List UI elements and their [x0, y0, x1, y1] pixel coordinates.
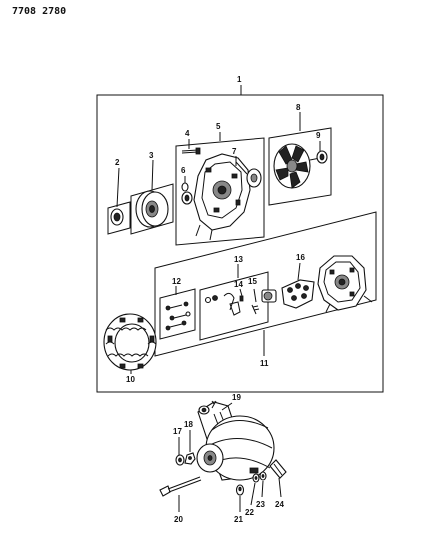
callout-20: 20: [174, 515, 183, 524]
alternator-assembly-icon: [196, 400, 275, 481]
spacer-icon: [181, 176, 189, 192]
brush-holder-frame: [199, 264, 269, 341]
terminal-ring-icon: [235, 484, 245, 512]
terminal-sleeve-icon: [269, 459, 287, 498]
nut-washer-icon: [175, 430, 196, 466]
callout-16: 16: [296, 253, 305, 262]
diode-set-frame: [159, 286, 196, 340]
rear-bracket-icon: [317, 255, 373, 313]
callout-13: 13: [234, 255, 243, 264]
callout-23: 23: [256, 500, 265, 509]
callout-18: 18: [184, 420, 193, 429]
brush-holder-icon: [204, 288, 260, 316]
callout-3: 3: [149, 151, 154, 160]
pulley-nut-icon: [107, 167, 131, 235]
front-bracket-frame: [175, 132, 265, 246]
pulley-icon: [130, 159, 174, 235]
rotor-icon: [273, 141, 328, 189]
regulator-icon: [261, 289, 277, 303]
callout-2: 2: [115, 158, 120, 167]
callout-10: 10: [126, 375, 135, 384]
rear-group-frame: [154, 211, 377, 357]
callout-1: 1: [237, 75, 242, 84]
callout-7: 7: [232, 147, 237, 156]
callout-17: 17: [173, 427, 182, 436]
rectifier-icon: [281, 262, 315, 309]
mounting-bolt-icon: [159, 476, 202, 512]
stator-icon: [103, 313, 157, 372]
terminal-washers-icon: [250, 471, 267, 506]
callout-4: 4: [185, 129, 190, 138]
callout-21: 21: [234, 515, 243, 524]
callout-12: 12: [172, 277, 181, 286]
callout-24: 24: [275, 500, 284, 509]
callout-8: 8: [296, 103, 301, 112]
rotor-frame: [268, 112, 332, 206]
callout-5: 5: [216, 122, 221, 131]
diode-set-icon: [165, 301, 191, 331]
callout-6: 6: [181, 166, 186, 175]
callout-22: 22: [245, 508, 254, 517]
through-bolt-icon: [181, 139, 201, 155]
callout-15: 15: [248, 277, 257, 286]
callout-19: 19: [232, 393, 241, 402]
callout-14: 14: [234, 280, 243, 289]
assembly-frame: [96, 85, 384, 393]
front-bracket-icon: [181, 153, 262, 241]
callout-9: 9: [316, 131, 321, 140]
callout-11: 11: [260, 359, 269, 368]
doc-number: 7708 2780: [12, 6, 66, 17]
